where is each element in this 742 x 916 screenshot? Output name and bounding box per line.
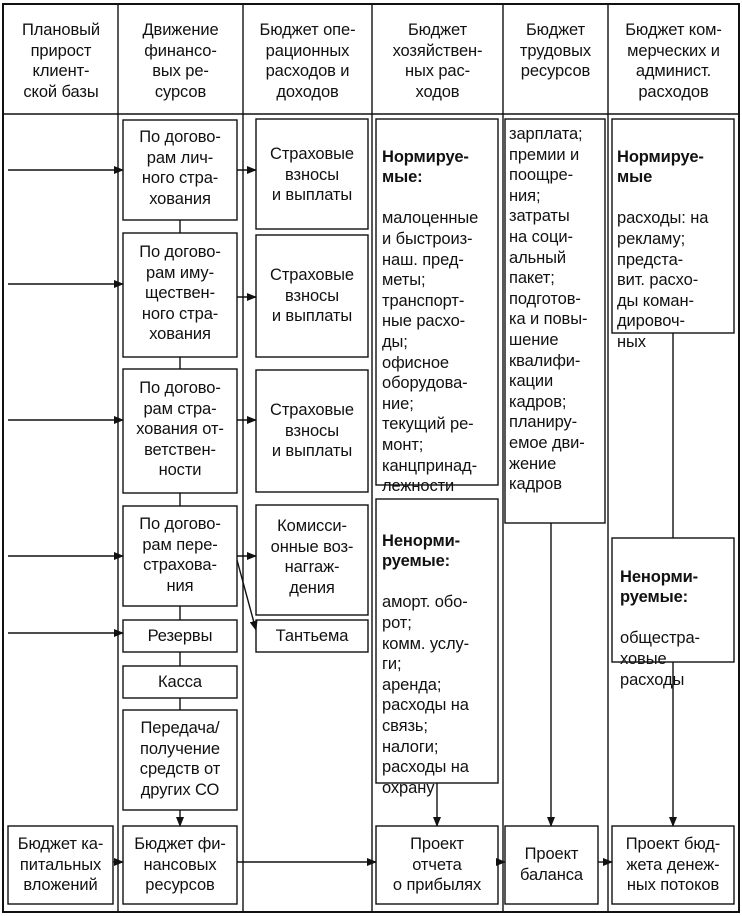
household-nonnormed-title: Ненорми- руемые:	[382, 531, 461, 571]
header-client-base: Плановый прирост клиент- ской базы	[22, 21, 100, 101]
operating-box-3	[255, 369, 369, 493]
operating-label-2: Страховые взносы и выплаты	[270, 266, 354, 326]
bottom-balance: Проект баланса	[520, 845, 583, 884]
bottom-profit-report: Проект отчета о прибылях	[392, 835, 482, 895]
operating-label-3: Страховые взносы и выплаты	[270, 401, 354, 461]
operating-box-5	[255, 619, 369, 653]
commercial-nonnormed-title: Ненорми- руемые:	[620, 567, 699, 607]
commercial-normed-title: Нормируе- мые	[617, 147, 704, 187]
household-normed-box	[375, 118, 499, 486]
bottom-finance-budget: Бюджет фи- нансовых ресурсов	[134, 835, 226, 895]
commercial-normed-body: расходы: на рекламу; предста- вит. расхо…	[617, 209, 709, 351]
household-normed-body: малоценные и быстроиз- наш. пред- меты; …	[382, 209, 479, 496]
outer-frame	[2, 3, 740, 913]
operating-label-1: Страховые взносы и выплаты	[270, 145, 354, 205]
commercial-normed-text: Нормируе- мые расходы: на рекламу; предс…	[617, 126, 733, 373]
finance-label-liability: По догово- рам стра- хования от- ветстве…	[136, 379, 224, 480]
household-normed-text: Нормируе- мые: малоценные и быстроиз- на…	[382, 126, 496, 517]
operating-label-4: Комисси- онные воз- нагraж- дения	[270, 517, 354, 597]
finance-label-property: По догово- рам иму- ществен- ного стра- …	[139, 243, 221, 344]
capital-budget-box	[7, 825, 114, 905]
bottom-capital-budget: Бюджет ка- питальных вложений	[17, 835, 104, 895]
bottom-cashflow: Проект бюд- жета денеж- ных потоков	[625, 835, 721, 895]
labor-text: зарплата; премии и поощре- ния; затраты …	[509, 125, 588, 494]
operating-box-1	[255, 118, 369, 230]
header-household-budget: Бюджет хозяйствен- ных рас- ходов	[392, 21, 483, 101]
finance-label-reinsurance: По догово- рам пере- страхова- ния	[139, 515, 221, 595]
operating-label-5: Тантьема	[275, 627, 349, 645]
household-normed-title: Нормируе- мые:	[382, 147, 469, 187]
operating-box-4	[255, 504, 369, 616]
finance-label-cash: Касса	[158, 673, 202, 691]
finance-label-transfer: Передача/ получение средств от других СО	[139, 719, 221, 799]
arrow	[236, 559, 258, 631]
header-labor-budget: Бюджет трудовых ресурсов	[519, 21, 592, 81]
finance-label-reserves: Резервы	[147, 627, 213, 645]
household-nonnormed-text: Ненорми- руемые: аморт. обо- рот; комм. …	[382, 510, 496, 819]
household-nonnormed-body: аморт. обо- рот; комм. услу- ги; аренда;…	[382, 593, 470, 797]
header-operating-budget: Бюджет опе- рационных расходов и доходов	[259, 21, 356, 101]
finance-label-personal: По догово- рам лич- ного стра- хования	[139, 128, 221, 208]
labor-box	[504, 118, 606, 524]
commercial-nonnormed-text: Ненорми- руемые: общестра- ховые расходы	[620, 546, 734, 711]
header-finance-movement: Движение финансо- вых ре- сурсов	[142, 21, 219, 101]
header-commercial-budget: Бюджет ком- мерческих и админист. расход…	[625, 21, 722, 101]
commercial-nonnormed-body: общестра- ховые расходы	[620, 629, 700, 689]
